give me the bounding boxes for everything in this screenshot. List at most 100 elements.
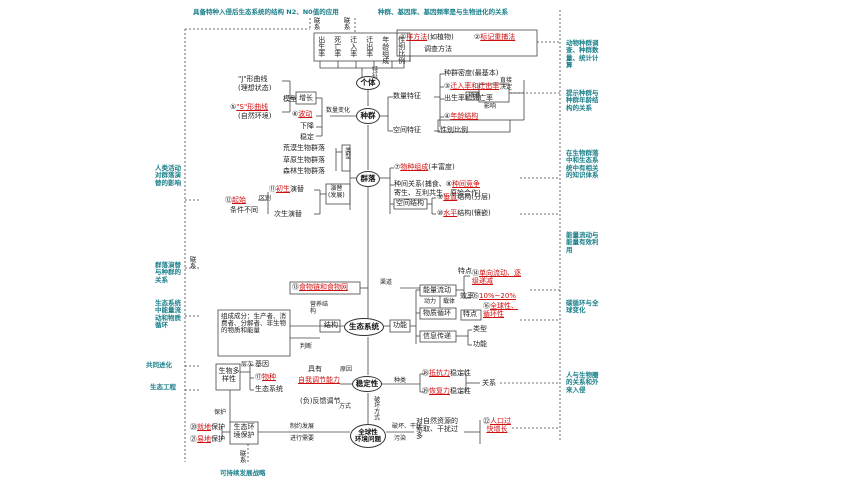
left-annotation-eco-engineering: 生态工程 <box>150 383 176 391</box>
method-mark-recapture: ②标记重捕法 <box>474 33 516 41</box>
reason-label: 原因 <box>340 366 353 373</box>
levels-label: 层次 <box>241 361 254 368</box>
info-function: 功能 <box>473 340 487 348</box>
bottom-annotation: 可持续发展战略 <box>220 469 266 477</box>
succession-development: 演替 (发展) <box>328 185 345 199</box>
efficiency-percent: ⑮10%~20% <box>472 292 516 300</box>
biodiversity: 生物多样性 <box>218 367 240 383</box>
community-types: 类型 <box>343 147 351 159</box>
in-situ-protection: ⑳就地保护 <box>190 423 225 431</box>
feature-immigration-rate: 迁入率 <box>349 36 358 57</box>
need-label: 进行需要 <box>290 435 315 442</box>
self-regulation: 自我调节能力 <box>298 376 340 384</box>
destruction-label: 破坏、干扰 <box>392 423 423 430</box>
feature-birth-rate: 出生率 <box>317 36 326 57</box>
type-label: 种类 <box>394 377 407 384</box>
resistance-stability: ⑱抵抗力稳定性 <box>422 369 471 377</box>
j-curve: "J"形曲线 <box>238 75 268 83</box>
species-composition: ⑦物种组成(丰富度) <box>394 163 455 171</box>
node-stability: 稳定性 <box>352 376 382 392</box>
left-link-label: 联系 <box>188 256 197 269</box>
growth-model: 模型 <box>283 95 297 103</box>
immigration-emigration: ③迁入率和迁出率 <box>444 82 500 90</box>
feature-emigration-rate: 迁出率 <box>365 36 374 57</box>
has-label: 具有 <box>308 365 322 373</box>
grassland-community: 草原生物群落 <box>283 156 325 164</box>
left-annotation-ecosystem: 生态系统中能量流动和物质循环 <box>155 299 181 330</box>
global-cyclic: ⑯全球性、循环性 <box>483 302 518 318</box>
feature-sex-ratio: 性别比例 <box>397 36 406 64</box>
relation-label: 关系 <box>482 379 496 387</box>
sex-ratio: 性别比例 <box>440 126 468 134</box>
constrain-development: 制约发展 <box>290 423 315 430</box>
destroy-mode: 破坏方式 <box>372 396 380 420</box>
material-features-label: 特点 <box>463 310 477 318</box>
difference-label: 区别 <box>259 195 272 202</box>
growth-increase: 增长 <box>299 94 313 102</box>
species-diversity: ⑰物种 <box>255 373 276 381</box>
feature-death-rate: 死亡率 <box>333 36 342 57</box>
s-curve-note: (自然环境) <box>238 112 272 120</box>
left-annotation-population: 群落演替与种群的关系 <box>155 261 181 284</box>
top-left-link-label: 联系 <box>312 17 321 30</box>
parasitism: 寄生、互利共生、原始合作) <box>394 189 481 197</box>
energy-flow: 能量流动 <box>423 286 451 294</box>
node-population: 种群 <box>356 108 380 124</box>
gene-diversity: 基因 <box>255 360 269 368</box>
judge-label: 判断 <box>300 343 313 350</box>
node-ecosystem: 生态系统 <box>344 318 384 336</box>
quantity-features: 数量特征 <box>393 92 421 100</box>
char-label: 特征 <box>370 66 378 78</box>
conditions-differ: 条件不同 <box>230 206 258 214</box>
desert-community: 荒漠生物群落 <box>283 144 325 152</box>
horizontal-structure: ⑩水平结构(镶嵌) <box>437 209 491 217</box>
growth-decline: 下降 <box>300 122 314 130</box>
one-way-flow: ⑭单向流动、逐级递减 <box>472 269 521 285</box>
forest-community: 森林生物群落 <box>283 167 325 175</box>
ecosystem-structure: 结构 <box>324 321 338 329</box>
channel-label: 渠道 <box>380 279 393 286</box>
secondary-succession: 次生演替 <box>274 210 302 218</box>
age-structure: ④年龄结构 <box>444 112 479 120</box>
material-cycle: 物质循环 <box>423 309 451 317</box>
right-annotation-6: 人与生物圈的关系和外来入侵 <box>566 371 599 394</box>
efficiency-label: 效率 <box>460 292 474 300</box>
resilience-stability: ⑲恢复力稳定性 <box>422 387 471 395</box>
growth-fluctuation: ⑥波动 <box>292 110 313 118</box>
info-types: 类型 <box>473 325 487 333</box>
right-annotation-2: 提示种群与种群年龄结构的关系 <box>566 89 599 112</box>
right-annotation-1: 动物种群调查、种群数量、统计计算 <box>566 39 599 70</box>
overuse-resources: 对自然资源的索取、干扰过多 <box>416 417 458 441</box>
population-density: 种群密度(最基本) <box>444 69 499 77</box>
spatial-features: 空间特征 <box>393 126 421 134</box>
ex-situ-protection: ㉑易地保护 <box>190 435 225 443</box>
j-curve-note: (理想状态) <box>238 84 272 92</box>
quantity-change: 数量变化 <box>326 107 351 114</box>
top-right-annotation: 种群、基因库、基因频率是与生物进化的关系 <box>378 8 508 16</box>
right-annotation-4: 能量流动与能量有效利用 <box>566 231 599 254</box>
energy-features-label: 特点 <box>458 267 472 275</box>
method-quadrat: ①样方法(如植物) <box>400 33 454 41</box>
food-chain-web: ⑬食物链和食物网 <box>292 283 348 291</box>
right-annotation-5: 碳循环与全球变化 <box>566 299 599 315</box>
survey-method-label: 调查方法 <box>424 45 452 53</box>
ecosystem-composition: 组成成分：生产者、消费者、分解者、非生物的物质和能量 <box>221 312 286 335</box>
information-transfer: 信息传递 <box>423 332 451 340</box>
left-annotation-human: 人类活动对群落演替的影响 <box>155 164 181 187</box>
birth-death: 出生率和死亡率 <box>444 94 493 102</box>
community-spatial-structure: 空间结构 <box>396 199 424 207</box>
node-global-environment: 全球性 环境问题 <box>350 424 386 448</box>
ecosystem-function: 功能 <box>393 321 407 329</box>
origin-label: ⑫起始 <box>225 196 246 204</box>
ecosystem-diversity: 生态系统 <box>255 385 283 393</box>
right-annotation-3: 在生物群落中和生态系统中有相关的知识体系 <box>566 149 599 180</box>
interspecies-relations: 种间关系(捕食、⑧种间竞争 <box>394 180 481 188</box>
primary-succession: ⑪初生演替 <box>269 185 304 193</box>
top-right-link-label: 联系 <box>342 17 351 30</box>
feature-age-structure: 年龄组成 <box>381 36 390 64</box>
predict-label: 预测 <box>468 92 481 99</box>
node-community: 群落 <box>356 171 380 187</box>
carrier-label: 载体 <box>443 298 456 305</box>
left-annotation-coevolution: 共同进化 <box>146 361 172 369</box>
